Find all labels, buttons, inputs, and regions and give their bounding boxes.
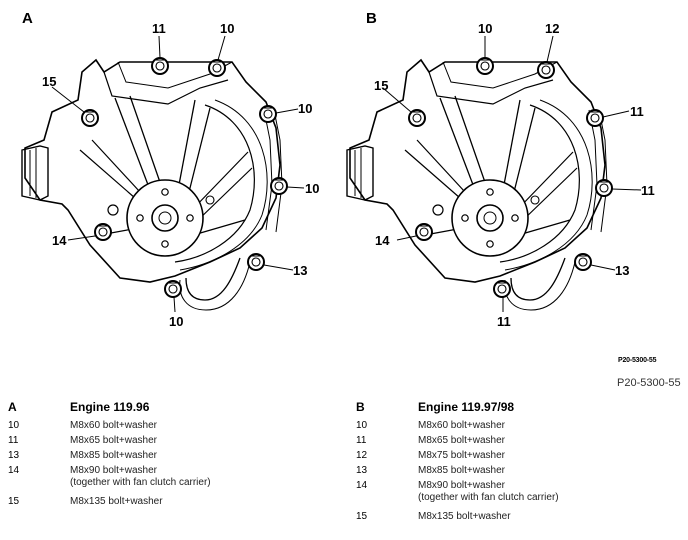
legend-desc: M8x65 bolt+washer bbox=[70, 435, 157, 446]
bolt-a-right-lower bbox=[247, 253, 265, 271]
bolt-a-right-upper bbox=[259, 105, 277, 123]
bolt-a-top-right bbox=[208, 59, 226, 77]
callout-a-right-mid: 10 bbox=[305, 181, 319, 196]
legend-desc: M8x135 bolt+washer bbox=[418, 511, 511, 522]
legend-num: 15 bbox=[356, 511, 368, 522]
callout-b-right-upper: 11 bbox=[630, 104, 644, 119]
legend-num: 10 bbox=[356, 420, 368, 431]
bolt-a-left-upper bbox=[81, 109, 99, 127]
callout-b-bottom: 11 bbox=[497, 314, 511, 329]
callout-a-right-upper: 10 bbox=[298, 101, 312, 116]
bolt-b-bottom bbox=[493, 280, 511, 298]
callout-a-right-lower: 13 bbox=[293, 263, 307, 278]
pump-diagrams: A 11 10 15 10 10 14 13 10 B 10 12 15 11 … bbox=[21, 10, 655, 329]
legend-row: 15 M8x135 bolt+washer bbox=[356, 511, 676, 523]
legend-b: B Engine 119.97/98 10 M8x60 bolt+washer … bbox=[356, 400, 676, 526]
legend-row: 14 M8x90 bolt+washer (together with fan … bbox=[8, 465, 328, 489]
legend-a: A Engine 119.96 10 M8x60 bolt+washer 11 … bbox=[8, 400, 328, 511]
bolt-b-left-upper bbox=[408, 109, 426, 127]
bolt-a-right-mid bbox=[270, 177, 288, 195]
bolt-b-right-upper bbox=[586, 109, 604, 127]
legend-desc-note: (together with fan clutch carrier) bbox=[418, 492, 559, 503]
bolt-a-left-lower bbox=[94, 223, 112, 241]
legend-a-title: Engine 119.96 bbox=[70, 400, 150, 414]
figure-reference-small: P20-5300-55 bbox=[618, 357, 657, 364]
legend-row: 12 M8x75 bolt+washer bbox=[356, 450, 676, 462]
legend-num: 11 bbox=[356, 435, 367, 446]
legend-row: 15 M8x135 bolt+washer bbox=[8, 496, 328, 508]
legend-row: 13 M8x85 bolt+washer bbox=[8, 450, 328, 462]
bolt-b-left-lower bbox=[415, 223, 433, 241]
callout-a-left-lower: 14 bbox=[52, 233, 67, 248]
legend-b-title: Engine 119.97/98 bbox=[418, 400, 515, 414]
bolt-b-top-left bbox=[476, 57, 494, 75]
callout-b-left-upper: 15 bbox=[374, 78, 388, 93]
legend-num: 13 bbox=[8, 450, 20, 461]
legend-desc-main: M8x90 bolt+washer bbox=[70, 465, 157, 476]
callout-a-top-left: 11 bbox=[152, 21, 166, 36]
legend-num: 15 bbox=[8, 496, 20, 507]
legend-desc: M8x135 bolt+washer bbox=[70, 496, 163, 507]
legend-desc-main: M8x90 bolt+washer bbox=[418, 480, 505, 491]
drawing-b-label: B bbox=[366, 10, 377, 27]
drawing-a: A 11 10 15 10 10 14 13 10 bbox=[21, 10, 319, 329]
callout-a-left-upper: 15 bbox=[42, 74, 56, 89]
legend-num: 11 bbox=[8, 435, 19, 446]
legend-desc: M8x65 bolt+washer bbox=[418, 435, 505, 446]
callout-b-left-lower: 14 bbox=[375, 233, 390, 248]
legend-desc: M8x60 bolt+washer bbox=[418, 420, 505, 431]
legend-row: 10 M8x60 bolt+washer bbox=[8, 420, 328, 432]
callout-b-top-left: 10 bbox=[478, 21, 492, 36]
legend-desc: M8x90 bolt+washer (together with fan clu… bbox=[70, 465, 320, 489]
legend-desc: M8x90 bolt+washer (together with fan clu… bbox=[418, 480, 668, 504]
callout-b-right-lower: 13 bbox=[615, 263, 629, 278]
legend-row: 10 M8x60 bolt+washer bbox=[356, 420, 676, 432]
legend-num: 12 bbox=[356, 450, 368, 461]
drawing-a-label: A bbox=[22, 10, 33, 27]
legend-row: 11 M8x65 bolt+washer bbox=[8, 435, 328, 447]
legend-desc: M8x60 bolt+washer bbox=[70, 420, 157, 431]
legend-desc: M8x75 bolt+washer bbox=[418, 450, 505, 461]
bolt-b-top-right bbox=[537, 61, 555, 79]
callout-a-bottom: 10 bbox=[169, 314, 183, 329]
legend-a-key: A bbox=[8, 400, 17, 414]
bolt-b-right-lower bbox=[574, 253, 592, 271]
bolt-a-bottom bbox=[164, 280, 182, 298]
callout-b-right-mid: 11 bbox=[641, 183, 655, 198]
callout-a-top-right: 10 bbox=[220, 21, 234, 36]
legend-desc: M8x85 bolt+washer bbox=[70, 450, 157, 461]
bolt-b-right-mid bbox=[595, 179, 613, 197]
callout-b-top-right: 12 bbox=[545, 21, 559, 36]
legend-row: 14 M8x90 bolt+washer (together with fan … bbox=[356, 480, 676, 504]
figure-reference: P20-5300-55 bbox=[617, 377, 681, 389]
legend-row: 13 M8x85 bolt+washer bbox=[356, 465, 676, 477]
legend-num: 13 bbox=[356, 465, 368, 476]
legend-b-key: B bbox=[356, 400, 365, 414]
legend-desc: M8x85 bolt+washer bbox=[418, 465, 505, 476]
legend-num: 14 bbox=[8, 465, 20, 476]
drawing-b: B 10 12 15 11 11 14 13 11 bbox=[346, 10, 655, 329]
legend-num: 14 bbox=[356, 480, 368, 491]
legend-desc-note: (together with fan clutch carrier) bbox=[70, 477, 211, 488]
bolt-a-top-left bbox=[151, 57, 169, 75]
legend-num: 10 bbox=[8, 420, 20, 431]
legend-row: 11 M8x65 bolt+washer bbox=[356, 435, 676, 447]
